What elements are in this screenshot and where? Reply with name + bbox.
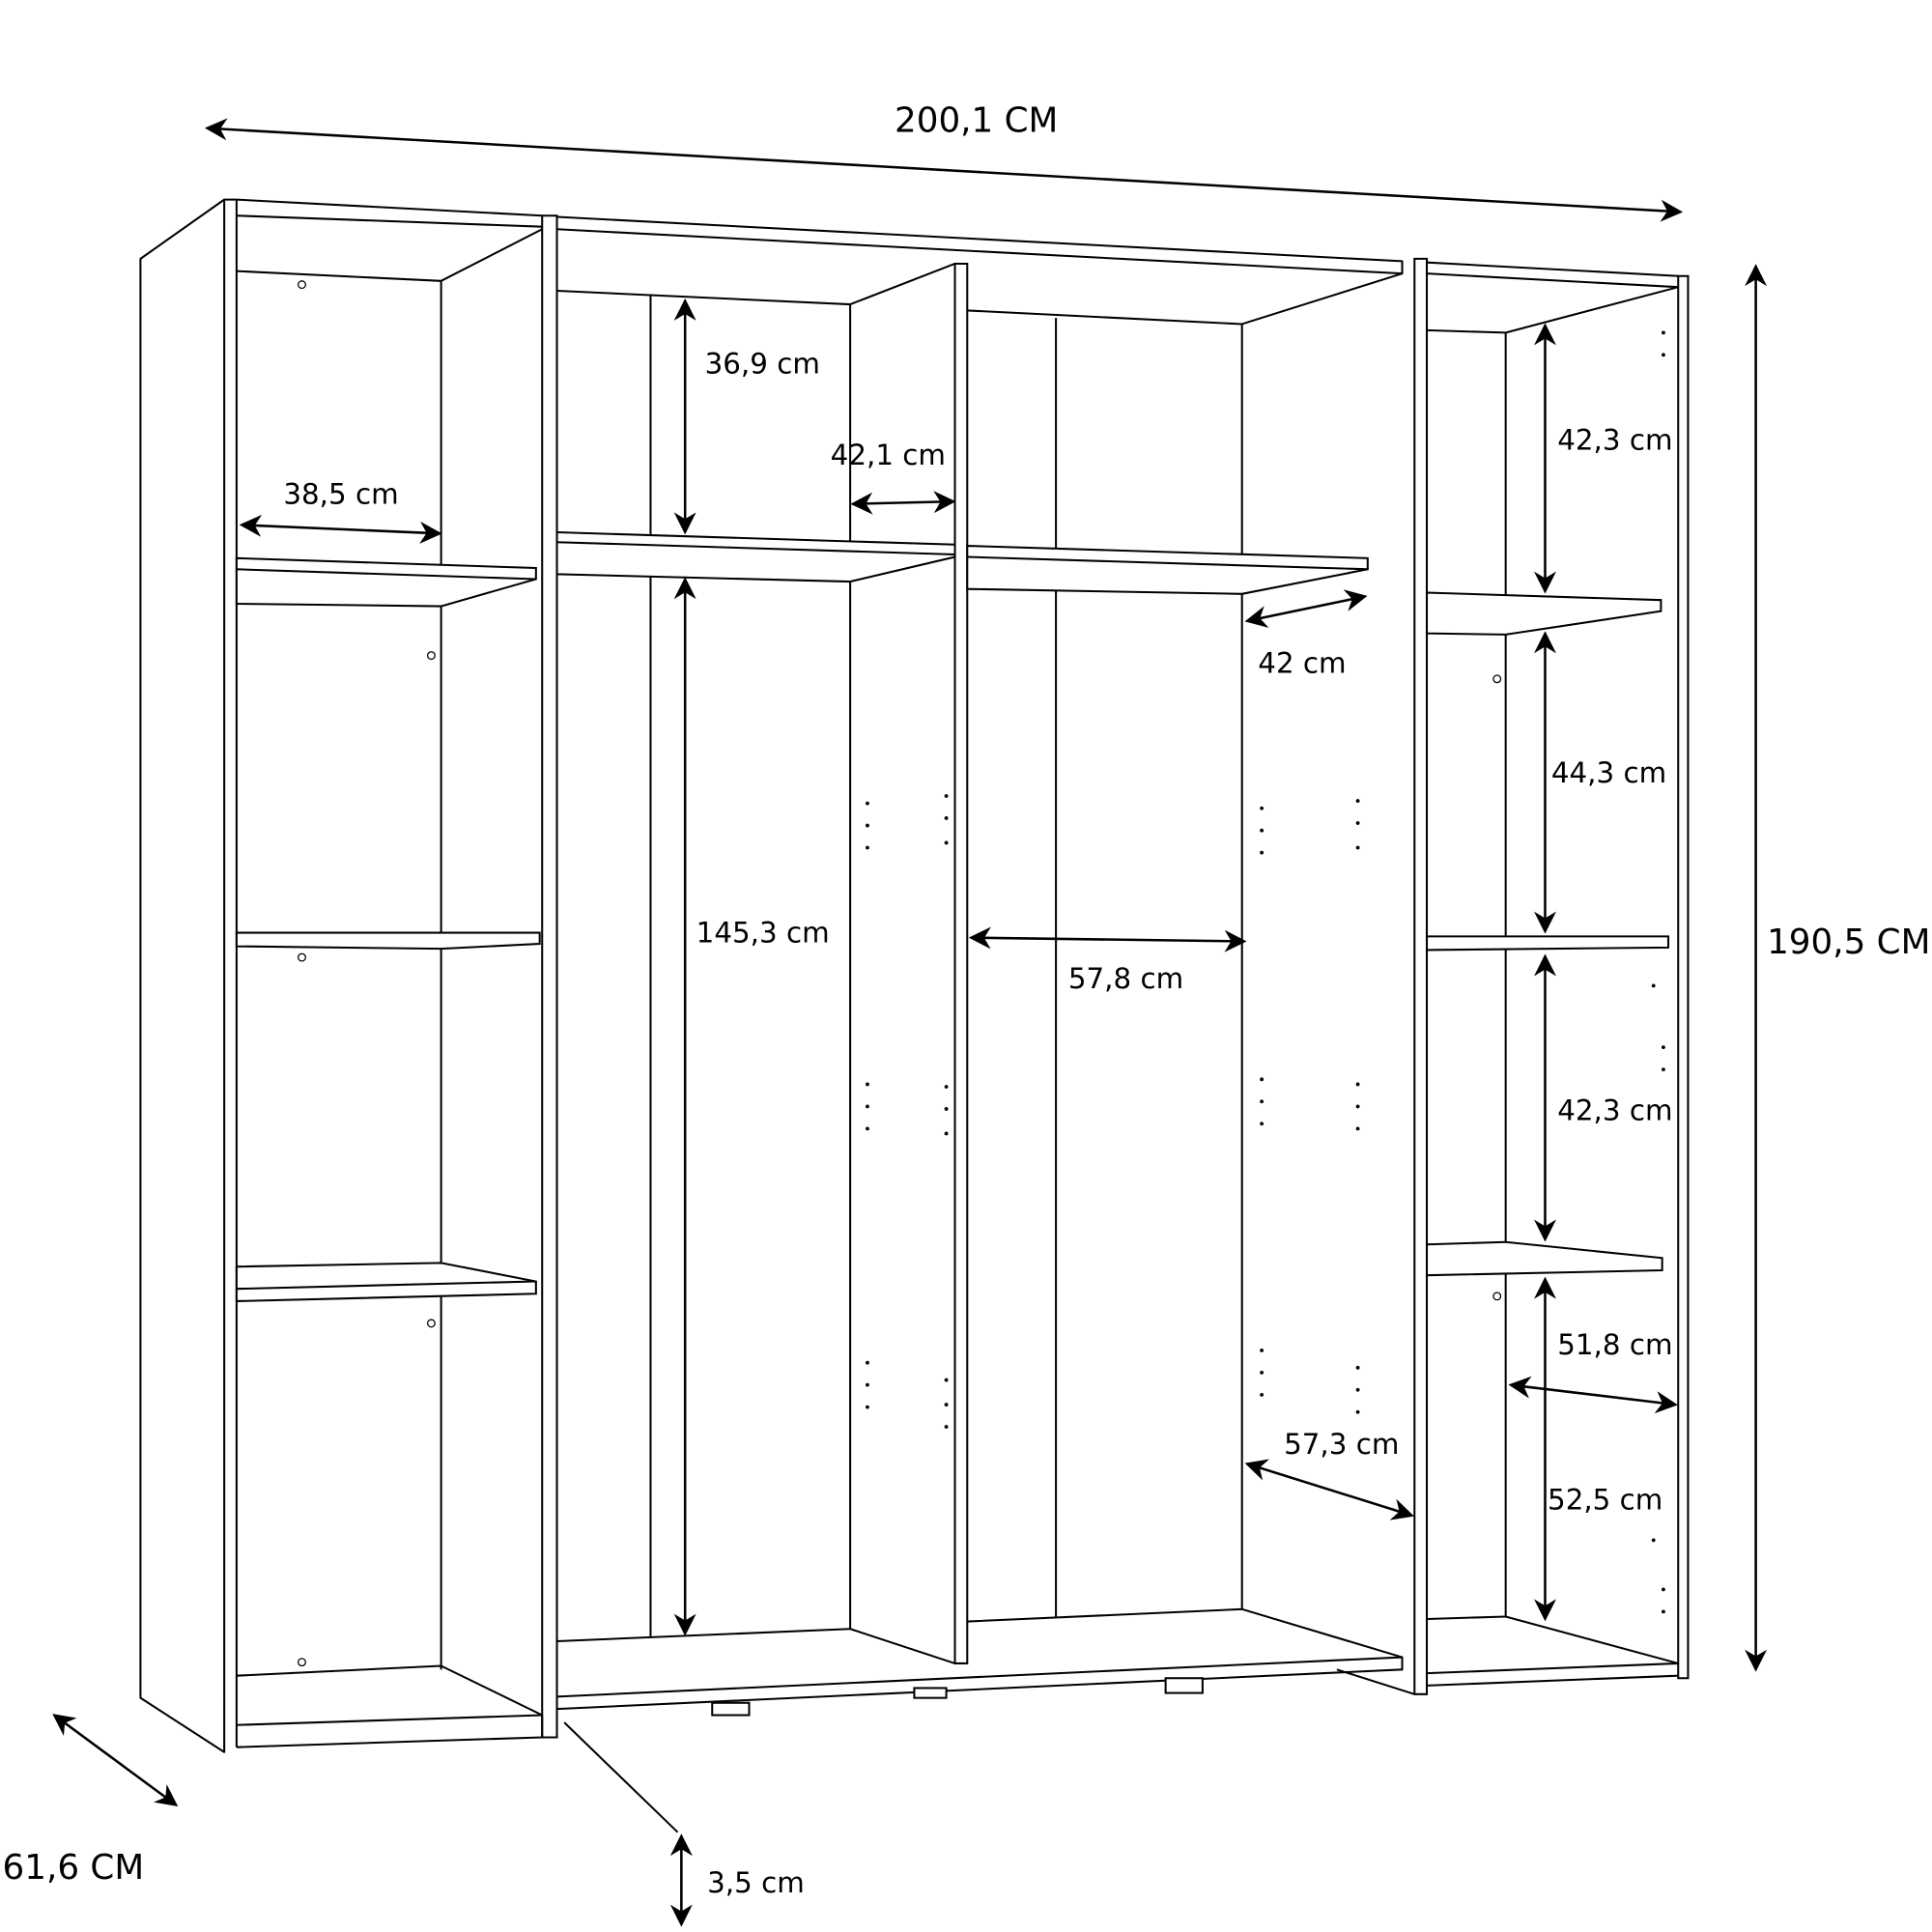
center-right-shelf-depth-label: 42 cm (1258, 646, 1346, 679)
right-side-panel (1677, 274, 1690, 1680)
right-compartment-1-label: 42,3 cm (1557, 424, 1672, 457)
door-width-label: 57,3 cm (1284, 1428, 1399, 1461)
left-shelf-3 (235, 1262, 537, 1302)
right-shelf-2 (1426, 935, 1670, 952)
right-compartment-4-label: 52,5 cm (1548, 1483, 1662, 1516)
right-shelf-1 (1426, 591, 1662, 636)
overall-depth-label: 61,6 CM (3, 1848, 145, 1888)
left-door (541, 214, 558, 1739)
dimension-labels: 200,1 CM 190,5 CM 61,6 CM 3,5 cm 38,5 cm… (3, 100, 1931, 1899)
center-shelf-right (966, 544, 1369, 595)
left-side-panel (139, 198, 226, 1753)
plinth-label: 3,5 cm (707, 1866, 805, 1899)
right-compartment-2-label: 44,3 cm (1551, 756, 1666, 789)
center-left-shelf-depth-label: 42,1 cm (831, 439, 946, 471)
overall-height-label: 190,5 CM (1767, 923, 1930, 962)
width-arrow (204, 118, 1684, 222)
foot (711, 1701, 751, 1717)
foot (1164, 1677, 1204, 1694)
center-shelf-left (555, 530, 956, 583)
overall-width-label: 200,1 CM (895, 100, 1058, 140)
dimension-lines (52, 118, 1768, 1927)
left-shelf-1 (235, 556, 537, 608)
left-shelf-2 (235, 931, 541, 951)
inner-width-label: 57,8 cm (1068, 962, 1183, 995)
left-shelf-depth-label: 38,5 cm (283, 478, 398, 511)
depth-arrow (52, 1714, 179, 1806)
center-divider-door (953, 262, 969, 1664)
right-door (1413, 257, 1429, 1695)
wardrobe-outline (139, 198, 1690, 1753)
hanging-height-label: 145,3 cm (696, 917, 830, 950)
right-compartment-3-label: 42,3 cm (1557, 1094, 1672, 1126)
foot (913, 1687, 948, 1699)
right-shelf-depth-label: 51,8 cm (1557, 1328, 1672, 1361)
top-compartment-label: 36,9 cm (705, 347, 820, 380)
right-shelf-3 (1426, 1240, 1663, 1277)
